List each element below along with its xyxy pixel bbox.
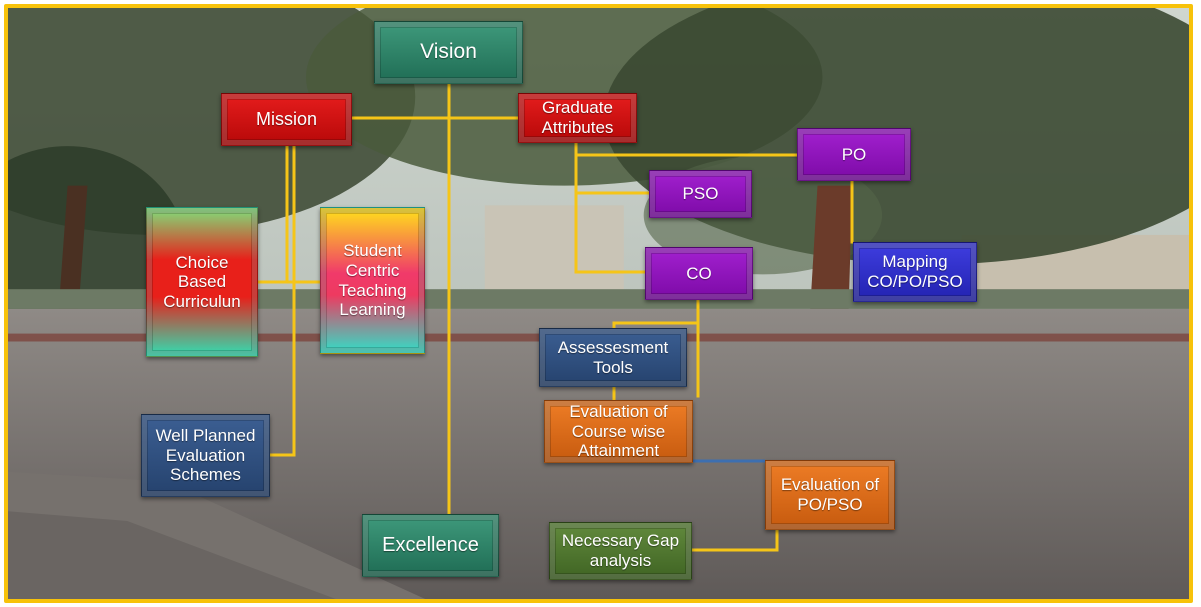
node-po: PO: [797, 128, 911, 181]
node-vision: Vision: [374, 21, 523, 84]
node-well-planned-evaluation: Well Planned Evaluation Schemes: [141, 414, 270, 497]
node-mission: Mission: [221, 93, 352, 146]
node-evaluation-course-attainment: Evaluation of Course wise Attainment: [544, 400, 693, 463]
node-gap-analysis: Necessary Gap analysis: [549, 522, 692, 580]
node-excellence: Excellence: [362, 514, 499, 577]
node-mapping: Mapping CO/PO/PSO: [853, 242, 977, 302]
node-co: CO: [645, 247, 753, 300]
node-evaluation-po-pso: Evaluation of PO/PSO: [765, 460, 895, 530]
node-student-centric: Student Centric Teaching Learning: [320, 207, 425, 354]
node-pso: PSO: [649, 170, 752, 218]
node-graduate-attributes: Graduate Attributes: [518, 93, 637, 143]
node-choice-based-curriculum: Choice Based Curriculun: [146, 207, 258, 357]
node-assessment-tools: Assessesment Tools: [539, 328, 687, 387]
